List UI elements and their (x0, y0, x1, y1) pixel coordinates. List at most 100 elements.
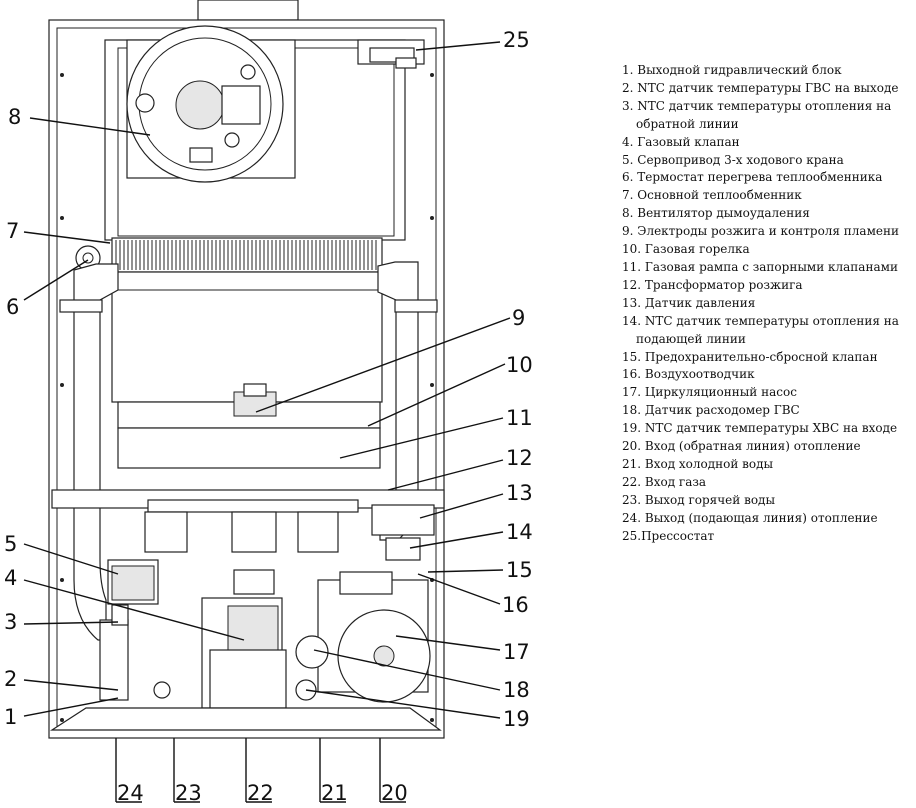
callout-21: 21 (321, 781, 348, 805)
legend-item-text: 19. NTC датчик температуры ХВС на входе (622, 421, 898, 436)
legend-item: 18. Датчик расходомер ГВС (622, 402, 914, 420)
callout-2: 2 (4, 667, 17, 691)
callout-23: 23 (175, 781, 202, 805)
callout-12: 12 (506, 446, 533, 470)
legend-item-text: 23. Выход горячей воды (622, 492, 775, 507)
legend-item-text: 4. Газовый клапан (622, 134, 740, 149)
legend-item-text: 20. Вход (обратная линия) отопление (622, 439, 861, 454)
legend-item-text: 1. Выходной гидравлический блок (622, 63, 842, 77)
legend-item: 13. Датчик давления (622, 295, 914, 313)
legend-item: 17. Циркуляционный насос (622, 384, 914, 402)
fan-housing (126, 25, 296, 183)
legend-item-text: 18. Датчик расходомер ГВС (622, 403, 800, 418)
callout-8: 8 (8, 105, 21, 129)
callout-3: 3 (4, 610, 17, 634)
callout-1: 1 (4, 705, 17, 729)
hydraulic-outlet-block (99, 619, 129, 701)
legend-item: 6. Термостат перегрева теплообменника (622, 169, 914, 187)
legend-item: 21. Вход холодной воды (622, 456, 914, 474)
legend-item: 2. NTC датчик температуры ГВС на выходе (622, 80, 914, 98)
legend-item: 11. Газовая рампа с запорными клапанами (622, 259, 914, 277)
legend-item: 22. Вход газа (622, 474, 914, 492)
legend-item: 5. Сервопривод 3-х ходового крана (622, 152, 914, 170)
legend-item: 7. Основной теплообменник (622, 187, 914, 205)
ignition-transformer (371, 504, 435, 536)
callout-13: 13 (506, 481, 533, 505)
callout-14: 14 (506, 520, 533, 544)
pressure-sensor (385, 537, 421, 561)
heating-return-ntc (111, 604, 129, 626)
legend-item-text: 5. Сервопривод 3-х ходового крана (622, 152, 844, 167)
legend-list: 1. Выходной гидравлический блок 2. NTC да… (622, 62, 914, 545)
legend-item-continuation: обратной линии (636, 116, 739, 131)
flue-outlet (197, 0, 299, 21)
legend-item: 8. Вентилятор дымоудаления (622, 205, 914, 223)
servo-body (111, 565, 155, 601)
legend-item-text: 3. NTC датчик температуры отопления на (622, 98, 892, 113)
legend-item: 1. Выходной гидравлический блок (622, 62, 914, 80)
legend-item: 3. NTC датчик температуры отопления на об… (622, 98, 914, 134)
gas-valve (201, 569, 287, 709)
legend-item: 4. Газовый клапан (622, 134, 914, 152)
legend-item-text: 15. Предохранительно-сбросной клапан (622, 349, 878, 364)
bottom-connections (115, 738, 406, 803)
legend-item: 23. Выход горячей воды (622, 492, 914, 510)
legend-item: 20. Вход (обратная линия) отопление (622, 438, 914, 456)
left-pipe-clip (59, 299, 103, 313)
legend-item: 16. Воздухоотводчик (622, 366, 914, 384)
callout-7: 7 (6, 219, 19, 243)
legend-item: 15. Предохранительно-сбросной клапан (622, 349, 914, 367)
dhw-ntc (153, 681, 171, 699)
callout-22: 22 (247, 781, 274, 805)
callout-labels: 25 8 7 6 9 10 11 12 13 14 15 16 5 4 3 17… (4, 28, 533, 805)
callout-10: 10 (506, 353, 533, 377)
legend-item-text: 24. Выход (подающая линия) отопление (622, 510, 878, 525)
callout-20: 20 (381, 781, 408, 805)
callout-18: 18 (503, 678, 530, 702)
casing-screws (60, 73, 434, 722)
callout-24: 24 (117, 781, 144, 805)
heat-exchanger (111, 237, 383, 403)
gas-rail (51, 489, 445, 553)
callout-16: 16 (502, 593, 529, 617)
bottom-tray (49, 707, 442, 731)
legend-item: 25.Прессостат (622, 528, 914, 546)
boiler-diagram: 25 8 7 6 9 10 11 12 13 14 15 16 5 4 3 17… (4, 0, 533, 805)
legend-item-text: 12. Трансформатор розжига (622, 277, 803, 292)
legend-item-text: 22. Вход газа (622, 474, 707, 489)
callout-5: 5 (4, 532, 17, 556)
left-pipe (73, 263, 119, 641)
legend-item-text: 21. Вход холодной воды (622, 456, 774, 471)
legend-item-text: 10. Газовая горелка (622, 242, 750, 257)
legend-item-text: 6. Термостат перегрева теплообменника (622, 170, 883, 185)
legend-item: 12. Трансформатор розжига (622, 277, 914, 295)
legend-item: 24. Выход (подающая линия) отопление (622, 510, 914, 528)
legend-item: 14. NTC датчик температуры отопления на п… (622, 313, 914, 349)
right-pipe-clip (394, 299, 438, 313)
legend-item: 10. Газовая горелка (622, 241, 914, 259)
pressostat (357, 39, 425, 69)
legend-item: 9. Электроды розжига и контроля пламени (622, 223, 914, 241)
callout-6: 6 (6, 295, 19, 319)
legend-item-text: 11. Газовая рампа с запорными клапанами (622, 259, 898, 274)
legend-item-continuation: подающей линии (636, 331, 746, 346)
callout-11: 11 (506, 406, 533, 430)
callout-19: 19 (503, 707, 530, 731)
callout-4: 4 (4, 566, 17, 590)
legend-item-text: 2. NTC датчик температуры ГВС на выходе (622, 80, 899, 95)
legend-item-text: 13. Датчик давления (622, 295, 756, 310)
legend-item-text: 9. Электроды розжига и контроля пламени (622, 224, 900, 239)
callout-9: 9 (512, 306, 525, 330)
circulation-pump (317, 571, 431, 703)
callout-15: 15 (506, 558, 533, 582)
legend-item-text: 7. Основной теплообменник (622, 188, 802, 203)
legend-item: 19. NTC датчик температуры ХВС на входе (622, 420, 914, 438)
callout-25: 25 (503, 28, 530, 52)
callout-17: 17 (503, 640, 530, 664)
legend-item-text: 17. Циркуляционный насос (622, 385, 797, 400)
legend-item-text: 16. Воздухоотводчик (622, 367, 755, 382)
leader-lines (23, 41, 511, 719)
legend-item-text: 8. Вентилятор дымоудаления (622, 206, 810, 221)
flow-meter (295, 635, 329, 669)
legend-item-text: 14. NTC датчик температуры отопления на (622, 313, 899, 328)
